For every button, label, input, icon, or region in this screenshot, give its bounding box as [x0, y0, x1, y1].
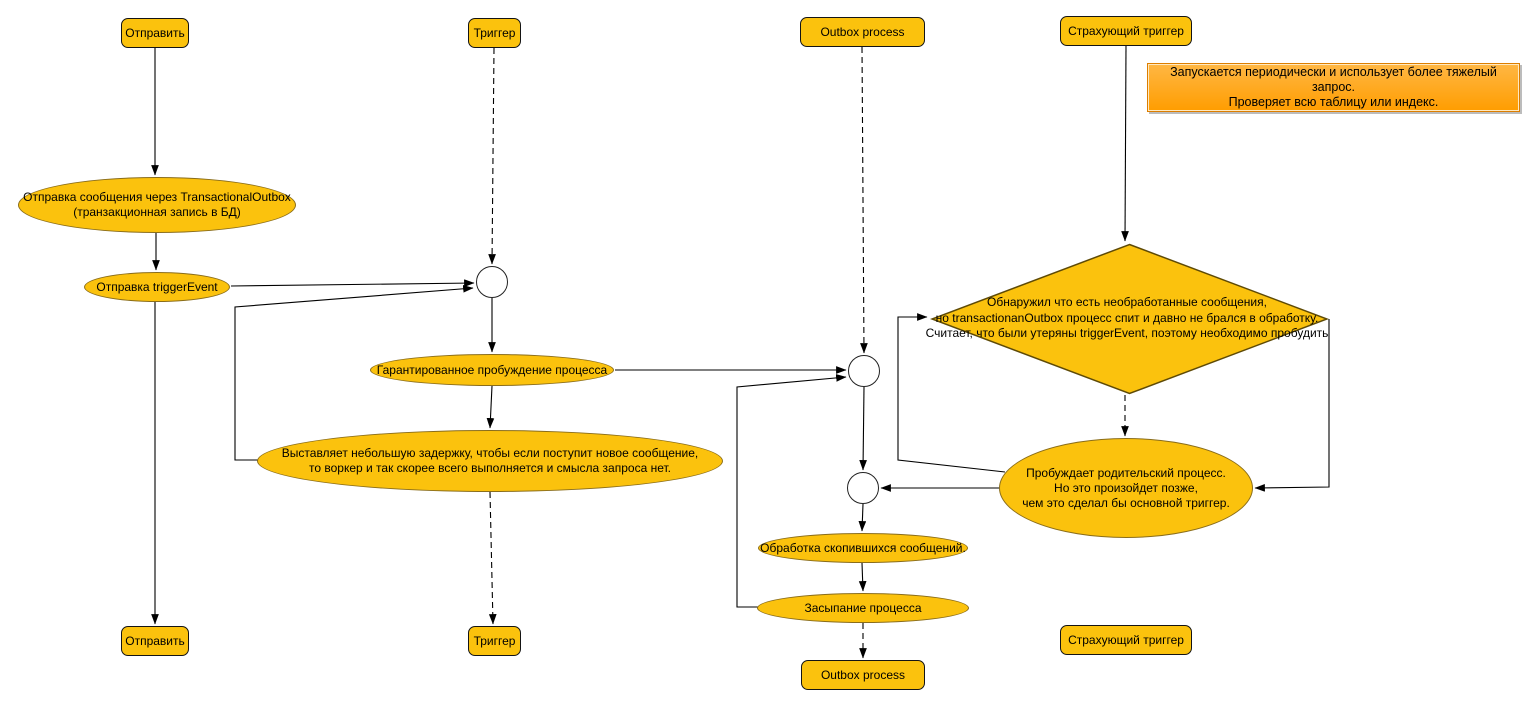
node-delay: Выставляет небольшую задержку, чтобы есл…	[257, 430, 723, 492]
node-guaranteed-wakeup-label: Гарантированное пробуждение процесса	[376, 362, 608, 377]
node-process-sleep: Засыпание процесса	[757, 593, 969, 623]
node-guaranteed-wakeup: Гарантированное пробуждение процесса	[370, 354, 614, 386]
node-backup-trigger-top: Страхующий триггер	[1060, 16, 1192, 46]
edge-merge3-to-process-accumulated	[858, 503, 867, 532]
node-trigger-top: Триггер	[468, 18, 521, 48]
node-delay-line-1: Выставляет небольшую задержку, чтобы есл…	[281, 446, 699, 460]
node-outbox-bottom: Outbox process	[801, 660, 925, 690]
node-backup-trigger-bottom: Страхующий триггер	[1060, 625, 1192, 655]
node-delay-line-2: то воркер и так скорее всего выполняется…	[309, 461, 671, 475]
edge-delay-loop-to-merge1	[234, 284, 474, 461]
edge-backup-top-to-decision	[1121, 45, 1129, 242]
merge-point-2	[848, 355, 880, 387]
node-process-accumulated-label: Обработка скопившихся сообщений.	[760, 540, 966, 555]
decision-line-1: Обнаружил что есть необработанные сообще…	[987, 295, 1267, 309]
edge-trigger-event-to-merge1	[230, 279, 475, 287]
edge-wake-parent-to-decision-left	[897, 313, 1006, 473]
merge-point-1	[476, 266, 508, 298]
edge-outbox-top-to-merge2	[860, 46, 868, 354]
node-trigger-bottom-label: Триггер	[473, 633, 516, 648]
node-outbox-bottom-label: Outbox process	[820, 667, 906, 682]
node-outbox-top-label: Outbox process	[820, 24, 905, 39]
node-trigger-top-label: Триггер	[473, 25, 516, 40]
node-process-accumulated: Обработка скопившихся сообщений.	[758, 533, 968, 563]
node-send-trigger-event: Отправка triggerEvent	[84, 272, 230, 302]
node-backup-trigger-bottom-label: Страхующий триггер	[1068, 632, 1184, 647]
decision-diamond	[930, 243, 1329, 395]
edge-guaranteed-wakeup-to-delay	[486, 385, 495, 429]
edge-merge2-to-merge3	[859, 386, 867, 471]
node-send-trigger-event-label: Отправка triggerEvent	[96, 279, 218, 294]
node-process-sleep-label: Засыпание процесса	[804, 600, 922, 615]
edge-delay-to-trigger-bottom	[488, 491, 497, 625]
edge-decision-right-to-wake-parent	[1254, 319, 1330, 492]
node-send-bottom: Отправить	[121, 626, 189, 656]
decision-line-3: Считает, что были утеряны triggerEvent, …	[925, 326, 1329, 340]
decision-line-2: но transactionanOutbox процесс спит и да…	[935, 310, 1319, 325]
node-send-message: Отправка сообщения через TransactionalOu…	[18, 177, 296, 233]
note-line-1: Запускается периодически и использует бо…	[1170, 65, 1497, 94]
note-backup-trigger: Запускается периодически и использует бо…	[1147, 63, 1520, 112]
node-send-message-line-2: (транзакционная запись в БД)	[73, 205, 241, 219]
decision-label: Обнаружил что есть необработанные сообще…	[895, 295, 1359, 342]
node-wake-parent-line-1: Пробуждает родительский процесс.	[1026, 465, 1226, 480]
node-backup-trigger-top-label: Страхующий триггер	[1068, 23, 1184, 38]
edge-sleep-loop-to-merge2	[736, 374, 847, 608]
node-send-bottom-label: Отправить	[125, 633, 185, 648]
node-trigger-bottom: Триггер	[468, 626, 521, 656]
node-wake-parent-line-2: Но это произойдет позже,	[1054, 480, 1198, 495]
note-line-2: Проверяет всю таблицу или индекс.	[1228, 95, 1439, 109]
node-send-top: Отправить	[121, 18, 189, 48]
edge-process-accumulated-to-sleep	[858, 562, 867, 592]
node-send-message-line-1: Отправка сообщения через TransactionalOu…	[23, 190, 291, 204]
node-wake-parent-line-3: чем это сделал бы основной триггер.	[1022, 495, 1230, 510]
node-wake-parent: Пробуждает родительский процесс. Но это …	[999, 438, 1253, 538]
merge-point-3	[847, 472, 879, 504]
node-send-top-label: Отправить	[125, 25, 185, 40]
edge-trigger-top-to-merge1	[488, 47, 496, 265]
node-outbox-top: Outbox process	[800, 17, 925, 47]
